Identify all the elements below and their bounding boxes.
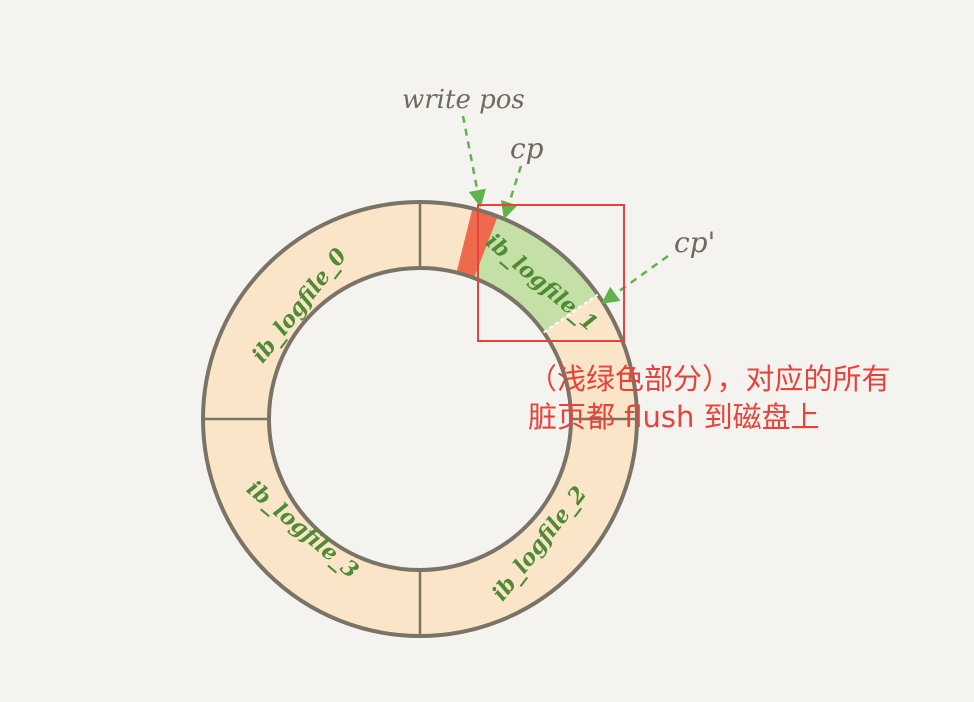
cp-arrow [500, 165, 523, 220]
log-ring [201, 200, 639, 638]
annotation: （浅绿色部分），对应的所有 脏页都 flush 到磁盘上 [528, 360, 968, 436]
highlight-box [477, 204, 625, 342]
checkpoint-region [474, 216, 598, 333]
cp-prime-arrow [601, 254, 669, 305]
annotation-line-2: 脏页都 flush 到磁盘上 [528, 400, 820, 434]
cp-label: cp [510, 132, 544, 165]
annotation-line-1: （浅绿色部分），对应的所有 [528, 362, 891, 396]
cp-prime-divider [543, 293, 599, 334]
write-pos-label: write pos [402, 85, 525, 115]
cp-prime-label: cp' [674, 226, 715, 259]
write-pos-arrow [461, 115, 486, 208]
